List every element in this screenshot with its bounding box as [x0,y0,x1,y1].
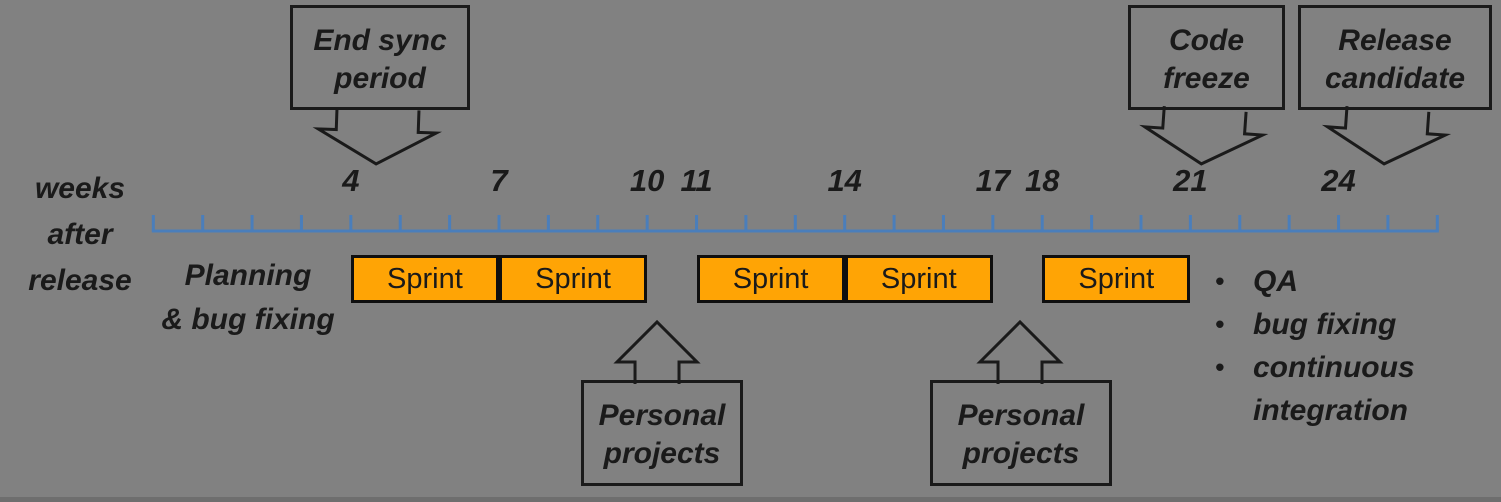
down-arrow-release-candidate [1321,106,1452,166]
bullet-icon: • [1215,352,1225,382]
week-label-14: 14 [827,163,862,198]
down-arrow-code-freeze [1139,106,1269,166]
callout-label-line: candidate [1324,62,1466,95]
bullet-icon: • [1215,309,1225,339]
sprint-bar-4: Sprint [844,255,993,303]
week-label-24: 24 [1321,163,1356,198]
axis-label-line: weeks [34,172,126,205]
sprint-label: Sprint [880,262,957,295]
sprint-bar-2: Sprint [498,255,648,303]
callout-label-line: period [334,62,426,95]
axis-label: weeks after release [0,166,160,304]
bullet-icon: • [1215,266,1225,296]
week-label-4: 4 [342,163,360,198]
callout-label-line: End sync [313,24,447,57]
sprint-bar-5: Sprint [1042,255,1191,303]
planning-label-line: Planning [184,259,312,292]
list-item: • continuous integration [1215,346,1495,432]
list-item: • bug fixing [1215,303,1495,346]
sprint-label: Sprint [387,262,463,295]
week-label-7: 7 [490,163,508,198]
list-item: • QA [1215,260,1495,303]
list-item-text: bug fixing [1253,308,1397,341]
sprint-label: Sprint [732,262,809,295]
axis-label-line: release [28,264,132,297]
planning-label: Planning & bug fixing [148,254,348,342]
week-label-21: 21 [1173,163,1208,198]
callout-end-sync: End sync period [290,5,470,110]
list-item-text: continuous integration [1253,351,1415,427]
sprint-bar-3: Sprint [696,255,845,303]
week-label-17: 17 [975,163,1011,198]
callout-label-line: Release [1338,24,1452,57]
callout-label-line: projects [603,437,721,470]
callout-label-line: projects [962,437,1080,470]
down-arrow-end-sync [312,107,443,166]
week-ruler [151,215,1439,233]
week-label-18: 18 [1024,163,1060,198]
callout-label-line: Personal [598,399,726,432]
planning-label-line: & bug fixing [161,303,335,336]
week-label-11: 11 [680,163,713,198]
sprint-label: Sprint [1078,262,1155,295]
sprint-bar-1: Sprint [350,255,499,303]
axis-label-line: after [47,218,113,251]
qa-task-list: • QA • bug fixing • continuous integration [1215,260,1495,432]
bottom-edge [0,497,1501,502]
callout-label-line: Code [1169,24,1244,57]
callout-label-line: Personal [957,399,1085,432]
callout-release-candidate: Release candidate [1298,5,1492,110]
callout-personal-projects-1: Personal projects [581,380,743,486]
up-arrow-personal-projects-1 [613,319,701,384]
list-item-text: QA [1253,265,1298,298]
week-label-10: 10 [629,163,665,198]
sprint-label: Sprint [535,262,611,295]
callout-label-line: freeze [1163,62,1250,95]
up-arrow-personal-projects-2 [976,319,1064,384]
callout-code-freeze: Code freeze [1128,5,1285,110]
callout-personal-projects-2: Personal projects [930,380,1112,486]
